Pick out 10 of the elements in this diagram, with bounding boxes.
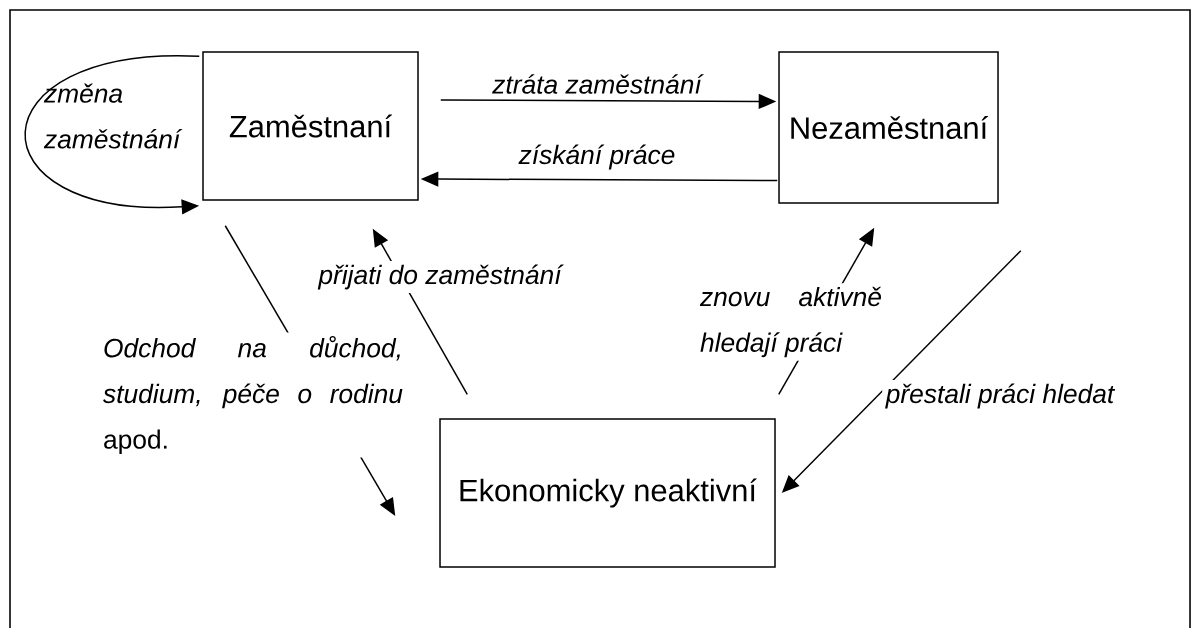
arrow [24, 55, 200, 215]
edge-label: změna zaměstnání [43, 83, 183, 149]
state-box: Zaměstnaní [202, 51, 419, 201]
state-box: Ekonomicky neaktivní [439, 418, 776, 568]
edge-label: přijati do zaměstnání [314, 261, 566, 293]
edge-label: Odchod na důchod, studium, péče o rodinu apod. [99, 332, 407, 458]
edge-label: získání práce [515, 141, 679, 173]
edge-label: ztráta zaměstnání [488, 70, 706, 98]
edge-label: přestali práci hledat [882, 380, 1118, 412]
state-box: Nezaměstnaní [778, 51, 999, 204]
